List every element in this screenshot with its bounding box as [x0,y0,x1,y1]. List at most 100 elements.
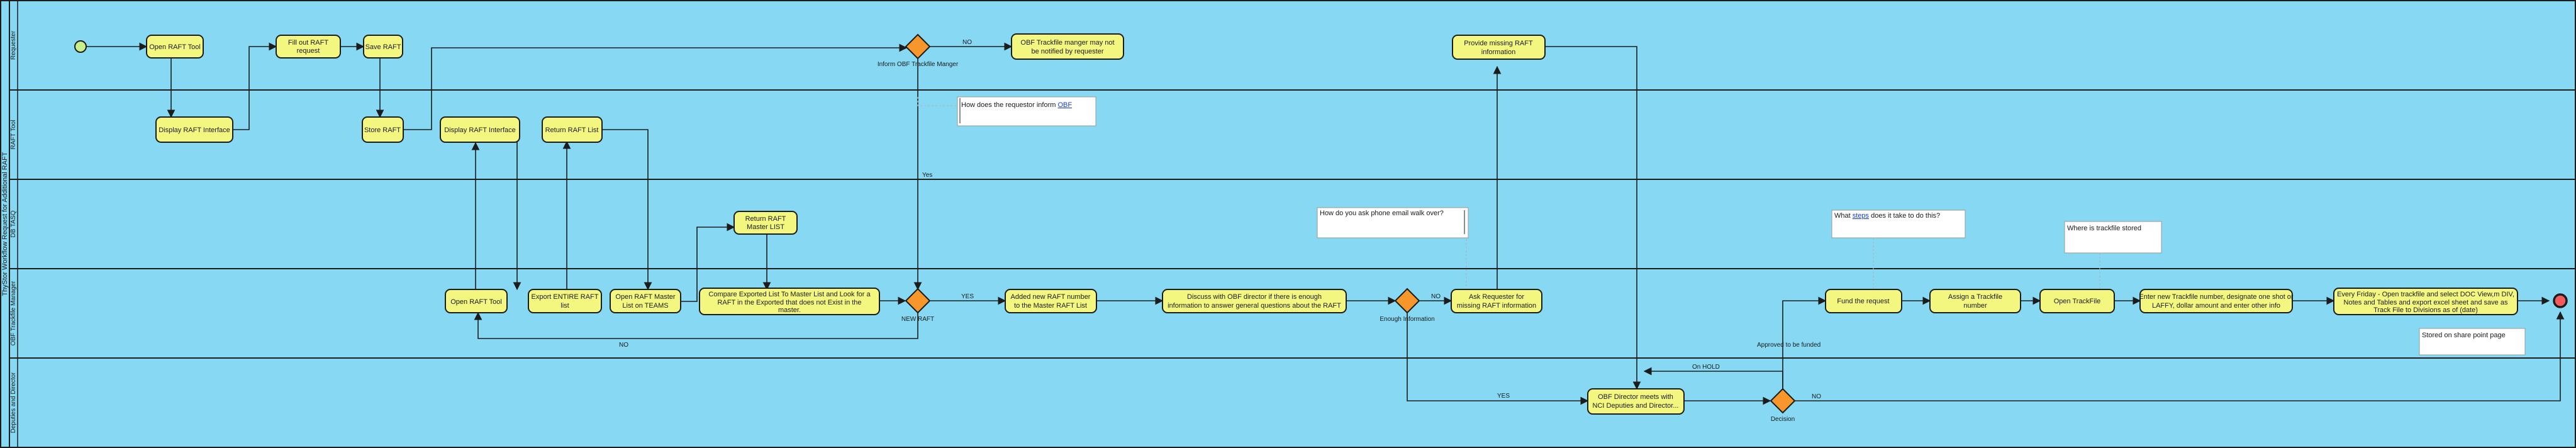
note-link-obf[interactable]: OBF [1057,101,1072,109]
task-label: Open RAFT Tool [450,298,502,306]
task-display-raft-interface-1[interactable]: Display RAFT Interface [155,116,233,143]
lane-requester [9,0,2576,91]
task-label-line1: Provide missing RAFT [1464,40,1533,47]
edge-label-no: NO [1431,293,1441,300]
task-label: Save RAFT [365,43,401,51]
task-label-line2: Master LIST [747,223,784,231]
task-label-line2: number [1963,302,1987,310]
lane-label-raft-tool: RAFT Tool [10,120,17,150]
task-label-line1: Ask Requester for [1469,293,1524,301]
note-text: What [1834,212,1853,220]
task-store-raft[interactable]: Store RAFT [362,116,404,143]
start-event [74,40,87,53]
note-steps: What steps does it take to do this? [1831,210,1966,238]
note-phone-email: How do you ask phone email walk over? [1317,207,1469,238]
edge-label-yes: Yes [922,172,932,179]
edge-label-no: NO [962,39,972,46]
task-every-friday-export[interactable]: Every Friday - Open trackfile and select… [2333,288,2518,315]
task-label-line2: RAFT in the Exported that does not Exist… [717,299,861,306]
task-enter-trackfile[interactable]: Enter new Trackfile number, designate on… [2139,289,2294,313]
task-label-line2: request [297,47,320,55]
task-label-line2: to the Master RAFT List [1014,302,1087,310]
task-discuss-obf-director[interactable]: Discuss with OBF director if there is en… [1162,289,1347,313]
gateway-decision[interactable] [1770,388,1796,414]
lane-label-deputies-director: Deputies and Director [10,372,17,433]
task-display-raft-interface-2[interactable]: Display RAFT Interface [440,116,520,143]
svg-text:How does the requestor inform: How does the requestor inform OBF [961,101,1072,109]
task-label-line2: LAFFY, dollar amount and enter other inf… [2152,302,2280,310]
task-fund-request[interactable]: Fund the request [1825,289,1902,313]
task-save-raft[interactable]: Save RAFT [363,35,403,59]
task-label-line1: Export ENTIRE RAFT [532,293,599,301]
task-open-master-list[interactable]: Open RAFT Master List on TEAMS [610,289,681,313]
task-label-line1: Added new RAFT number [1011,293,1091,301]
task-label: Fund the request [1837,298,1889,305]
task-label-line2: NCI Deputies and Director... [1593,402,1679,410]
task-open-raft-tool-manager[interactable]: Open RAFT Tool [445,289,508,313]
task-label-line1: OBF Trackfile manger may not [1020,39,1114,47]
pool-label: ThyStor Workflow Request for Additional … [1,152,9,296]
task-label: Return RAFT List [545,126,599,134]
note-link-steps[interactable]: steps [1853,212,1870,220]
task-trackfile-manager-notify[interactable]: OBF Trackfile manger may not be notified… [1011,33,1124,60]
task-label-line2: be notified by requester [1032,48,1104,55]
task-label: Open RAFT Tool [149,43,201,51]
task-ask-requester[interactable]: Ask Requester for missing RAFT informati… [1451,289,1542,313]
task-label-line1: Return RAFT [745,215,786,223]
task-assign-trackfile[interactable]: Assign a Trackfile number [1929,289,2021,313]
task-label-line1: Fill out RAFT [288,39,328,47]
task-label-line1: Enter new Trackfile number, designate on… [2139,293,2294,301]
task-label: Open TrackFile [2054,298,2101,305]
gateway-label-decision: Decision [1771,416,1795,423]
task-label-line2: information to answer general questions … [1168,302,1341,310]
task-export-entire-list[interactable]: Export ENTIRE RAFT list [528,289,602,313]
edge-labels: NO Yes YES NO NO YES On HOLD Approved to… [619,39,1821,400]
gateway-label-new-raft: NEW RAFT [901,316,934,323]
note-text: How does the requestor inform [961,101,1057,109]
task-label-line1: Assign a Trackfile [1948,293,2002,301]
note-inform-obf: How does the requestor inform OBF [957,96,1096,126]
task-label-line2: Notes and Tables and export excel sheet … [2344,299,2508,306]
lane-label-db-tasq: DB TASQ [10,210,17,237]
task-label: Display RAFT Interface [444,126,516,134]
task-fill-out-raft[interactable]: Fill out RAFT request [276,35,341,59]
edge-label-yes: YES [1497,393,1510,400]
associations [917,97,2100,289]
task-added-new-raft[interactable]: Added new RAFT number to the Master RAFT… [1005,289,1097,313]
task-compare-exported-list[interactable]: Compare Exported List To Master List and… [699,288,880,315]
task-return-raft-master-list[interactable]: Return RAFT Master LIST [733,211,798,235]
gateway-enough-information[interactable] [1394,288,1420,314]
lane-label-requester: Requester [10,30,17,60]
lane-deputies-director [9,357,2576,448]
task-open-trackfile[interactable]: Open TrackFile [2039,289,2115,313]
task-label-line1: Compare Exported List To Master List and… [708,291,871,298]
task-obf-director-meets[interactable]: OBF Director meets with NCI Deputies and… [1587,388,1685,415]
task-label: Display RAFT Interface [159,126,230,134]
sequence-flows [86,42,2565,405]
edge-label-no: NO [1812,393,1821,400]
task-return-raft-list-1[interactable]: Return RAFT List [542,116,603,143]
task-label-line2: List on TEAMS [622,302,668,310]
edge-label-yes: YES [961,293,974,300]
task-label-line1: OBF Director meets with [1598,393,1673,401]
gateway-label-enough-information: Enough Information [1380,316,1434,323]
note-text: How do you ask phone email walk over? [1320,210,1444,217]
svg-text:What steps does it take to do: What steps does it take to do this? [1834,212,1940,220]
task-label-line3: Track File to Divisions as of (date) [2373,306,2478,314]
task-open-raft-tool[interactable]: Open RAFT Tool [146,35,204,59]
task-provide-missing-raft[interactable]: Provide missing RAFT information [1452,35,1546,60]
lane-raft-tool [9,89,2576,180]
lane-label-trackfile-manager: OBF Trackfile Manager [10,281,17,345]
task-label-line2: missing RAFT information [1457,302,1536,310]
task-label: Store RAFT [364,126,401,134]
note-trackfile-stored: Where is trackfile stored [2064,221,2162,254]
gateway-new-raft[interactable] [905,288,931,314]
task-label-line1: Discuss with OBF director if there is en… [1187,293,1322,301]
task-label-line1: Open RAFT Master [615,293,675,301]
note-text: Where is trackfile stored [2067,225,2141,232]
gateway-inform-manager[interactable] [905,33,931,60]
gateway-label-inform-manager: Inform OBF Trackfile Manger [878,61,959,68]
edge-label-no: NO [619,342,628,349]
